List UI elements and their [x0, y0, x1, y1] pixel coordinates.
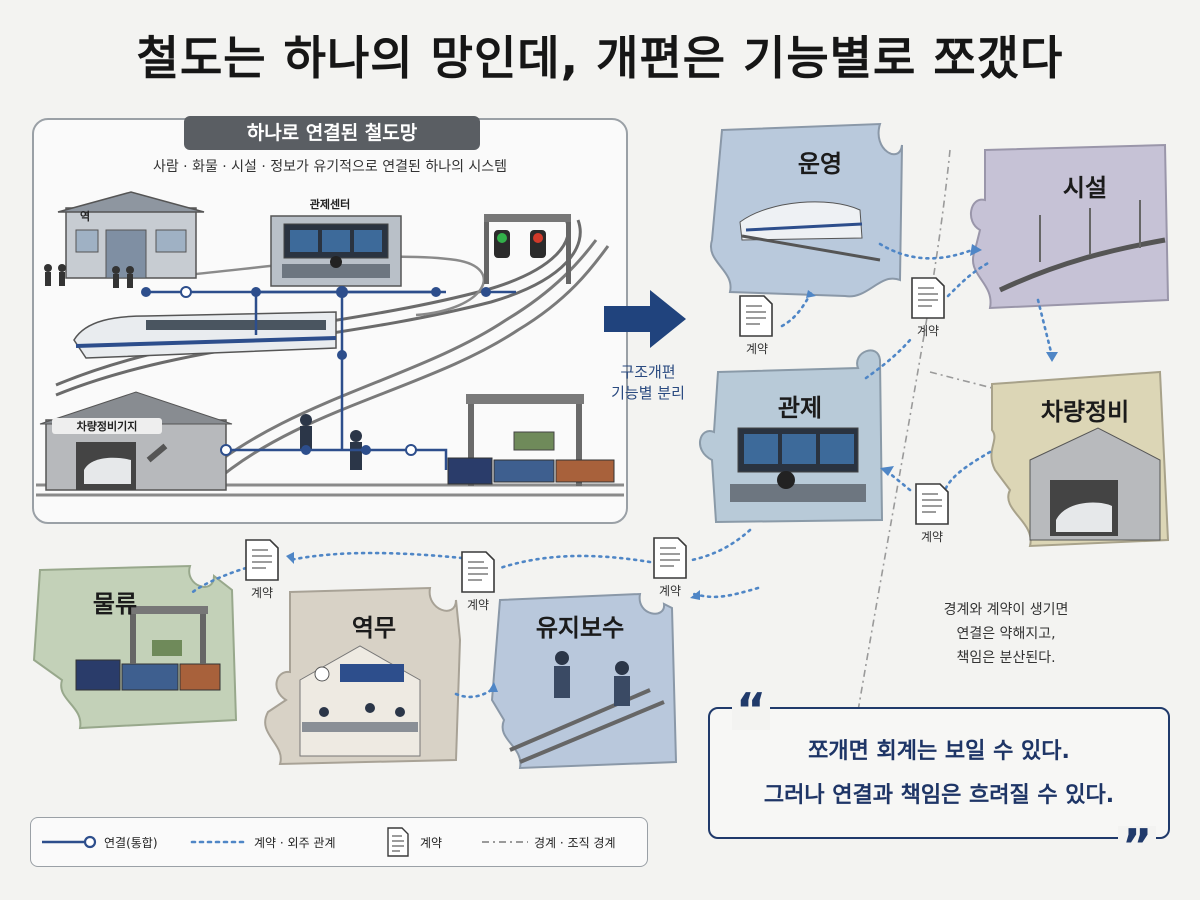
contract-document-icon — [915, 483, 949, 525]
connection-nodes — [141, 286, 491, 456]
connection-network — [146, 286, 516, 470]
legend-boundary-icon — [482, 841, 528, 843]
control-center-label: 관제센터 — [309, 198, 351, 211]
piece-vehicle-maintenance-label: 차량정비 — [1040, 398, 1130, 426]
contract-arrowheads — [286, 244, 1058, 692]
piece-station-service-label: 역무 — [351, 614, 397, 642]
boundary-note-line1: 경계와 계약이 생기면 — [943, 602, 1069, 618]
page-title: 철도는 하나의 망인데, 개편은 기능별로 쪼갰다 — [136, 31, 1064, 85]
station-label: 역 — [79, 210, 91, 223]
depot-label: 차량정비기지 — [52, 418, 162, 434]
control-center-building — [270, 215, 402, 287]
boundary-note-line2: 연결은 약해지고, — [956, 626, 1056, 642]
restructuring-label: 구조개편 기능별 분리 — [588, 362, 708, 404]
legend-contract-document-icon — [387, 827, 409, 857]
contract-label: 계약 — [916, 324, 940, 338]
contract-label: 계약 — [920, 530, 944, 544]
piece-operation-label: 운영 — [797, 150, 843, 178]
boundary-note: 경계와 계약이 생기면 연결은 약해지고, 책임은 분산된다. — [906, 598, 1106, 670]
contract-document-icon — [911, 277, 945, 319]
piece-logistics-label: 물류 — [92, 590, 138, 618]
legend-contract-label: 계약 — [420, 836, 443, 850]
restructuring-arrow-icon — [604, 290, 686, 348]
quote-text: 쪼개면 회계는 보일 수 있다. 그러나 연결과 책임은 흐려질 수 있다. — [708, 730, 1170, 818]
quote-box — [708, 707, 1170, 839]
depot-building — [39, 391, 233, 491]
station-building — [44, 191, 205, 288]
integrated-railway-illustration — [36, 191, 624, 497]
piece-facility-label: 시설 — [1062, 174, 1108, 202]
contract-label: 계약 — [466, 598, 490, 612]
piece-logistics — [32, 564, 238, 730]
legend-boundary-label: 경계 · 조직 경계 — [534, 836, 616, 850]
contract-document-icons — [245, 277, 949, 593]
contract-label: 계약 — [250, 586, 274, 600]
contract-document-icon — [461, 551, 495, 593]
legend-contract-relation-label: 계약 · 외주 관계 — [254, 836, 336, 850]
contract-document-icon — [739, 295, 773, 337]
open-quote-icon: “ — [732, 687, 771, 733]
piece-control — [699, 349, 884, 524]
boundary-note-line3: 책임은 분산된다. — [956, 650, 1056, 666]
freight-terminal — [447, 394, 615, 486]
piece-track-maintenance — [490, 592, 678, 770]
signal-gantry — [484, 214, 571, 284]
contract-document-icon — [653, 537, 687, 579]
contract-label: 계약 — [658, 584, 682, 598]
high-speed-train — [73, 311, 337, 359]
quote-line2: 그러나 연결과 책임은 흐려질 수 있다. — [763, 783, 1115, 808]
legend-connection-icon — [42, 835, 97, 849]
close-quote-icon: ” — [1118, 823, 1157, 869]
organization-boundary-lines — [847, 149, 1001, 771]
legend — [30, 817, 648, 867]
piece-control-label: 관제 — [777, 394, 823, 422]
contract-label: 계약 — [745, 342, 769, 356]
restructuring-label-line1: 구조개편 — [620, 363, 676, 381]
restructuring-label-line2: 기능별 분리 — [611, 384, 685, 402]
contract-document-icon — [245, 539, 279, 581]
piece-track-maintenance-label: 유지보수 — [535, 614, 625, 642]
piece-vehicle-maintenance — [990, 370, 1170, 548]
piece-station-service — [264, 586, 462, 766]
legend-connection-label: 연결(통합) — [104, 836, 158, 850]
panel-heading: 하나로 연결된 철도망 — [184, 116, 480, 150]
piece-operation — [709, 122, 903, 298]
quote-line1: 쪼개면 회계는 보일 수 있다. — [808, 739, 1070, 764]
panel-subtitle: 사람 · 화물 · 시설 · 정보가 유기적으로 연결된 하나의 시스템 — [152, 159, 508, 175]
legend-contract-relation-icon — [190, 840, 246, 844]
